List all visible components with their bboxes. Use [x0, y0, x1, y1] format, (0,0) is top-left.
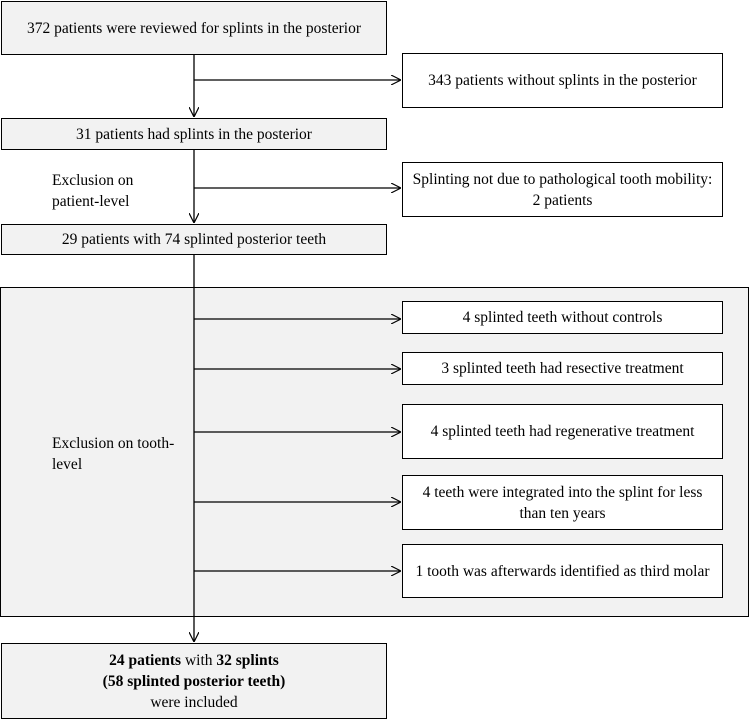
box-regenerative: 4 splinted teeth had regenerative treatm… — [402, 404, 723, 459]
box-regenerative-text: 4 splinted teeth had regenerative treatm… — [430, 423, 695, 440]
box-reviewed-text: 372 patients were reviewed for splints i… — [26, 19, 362, 37]
box-included-text: 24 patients with 32 splints (58 splinted… — [103, 650, 286, 713]
box-resective: 3 splinted teeth had resective treatment — [402, 352, 723, 385]
box-29-patients-text: 29 patients with 74 splinted posterior t… — [61, 231, 327, 248]
box-resective-text: 3 splinted teeth had resective treatment — [441, 360, 684, 377]
label-tooth-level: Exclusion on tooth-level — [52, 435, 175, 473]
box-included: 24 patients with 32 splints (58 splinted… — [1, 643, 387, 719]
box-no-controls-text: 4 splinted teeth without controls — [462, 309, 663, 326]
included-teeth-count: (58 splinted posterior teeth) — [102, 672, 286, 690]
box-integrated-text: 4 teeth were integrated into the splint … — [422, 483, 703, 522]
box-third-molar: 1 tooth was afterwards identified as thi… — [402, 544, 723, 598]
included-line-2: (58 splinted posterior teeth) — [103, 671, 286, 692]
box-had-splints-text: 31 patients had splints in the posterior — [76, 125, 312, 143]
box-without-splints-text: 343 patients without splints in the post… — [428, 72, 697, 89]
box-not-pathological: Splinting not due to pathological tooth … — [402, 162, 723, 217]
box-29-patients: 29 patients with 74 splinted posterior t… — [1, 224, 387, 255]
box-integrated: 4 teeth were integrated into the splint … — [402, 475, 723, 530]
included-line-3: were included — [150, 693, 238, 711]
included-patients-count: 24 patients — [109, 651, 182, 669]
box-reviewed: 372 patients were reviewed for splints i… — [1, 1, 387, 55]
box-no-controls: 4 splinted teeth without controls — [402, 301, 723, 334]
included-with-word: with — [181, 651, 217, 669]
label-patient-level: Exclusion on patient-level — [52, 172, 134, 210]
included-line-1: 24 patients with 32 splints — [103, 650, 286, 671]
included-splints-count: 32 splints — [216, 651, 279, 669]
box-had-splints: 31 patients had splints in the posterior — [1, 118, 387, 150]
box-third-molar-text: 1 tooth was afterwards identified as thi… — [415, 562, 710, 580]
box-not-pathological-text: Splinting not due to pathological tooth … — [412, 170, 713, 209]
box-without-splints: 343 patients without splints in the post… — [402, 53, 723, 108]
